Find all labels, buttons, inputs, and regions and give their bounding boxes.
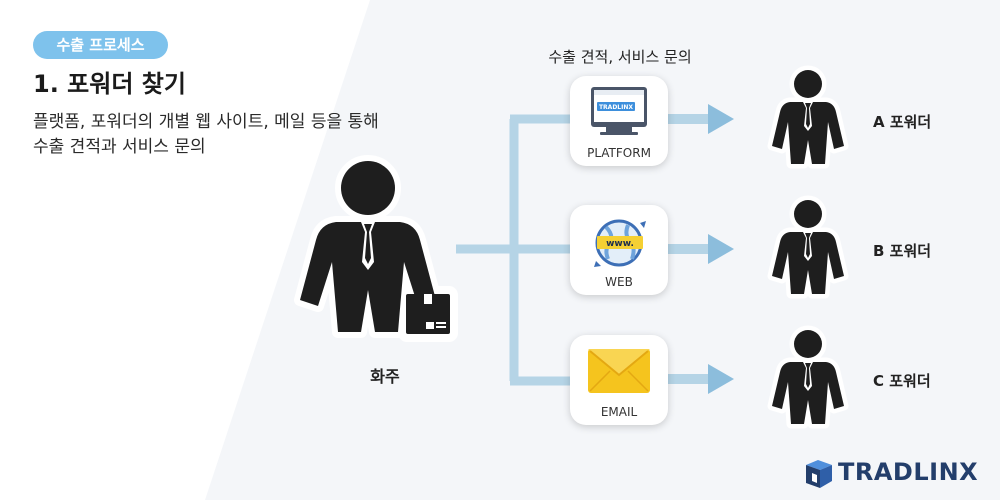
- forwarder-b-person-icon: [767, 195, 849, 299]
- description-line: 플랫폼, 포워더의 개별 웹 사이트, 메일 등을 통해: [33, 112, 379, 132]
- platform-screen-text: TRADLINX: [599, 104, 633, 111]
- shipper-person-with-box-icon: [294, 155, 458, 342]
- channel-email: EMAIL: [570, 335, 668, 425]
- tradlinx-logo-icon: [806, 460, 832, 488]
- platform-monitor-icon: TRADLINX: [591, 87, 647, 135]
- channel-platform: TRADLINX PLATFORM: [570, 76, 668, 166]
- arrow-c: [668, 364, 734, 394]
- envelope-icon: [588, 349, 650, 393]
- forwarder-label: B 포워더: [873, 242, 932, 260]
- forwarder-a-person-icon: [767, 65, 849, 169]
- forwarder-label: C 포워더: [873, 372, 931, 390]
- description: 플랫폼, 포워더의 개별 웹 사이트, 메일 등을 통해 수출 견적과 서비스 …: [33, 110, 453, 160]
- channel-web: www. WEB: [570, 205, 668, 295]
- www-globe-icon: www.: [594, 219, 646, 267]
- description-line: 수출 견적과 서비스 문의: [33, 137, 206, 157]
- arrow-b: [668, 234, 734, 264]
- brand-logo: TRADLINX: [804, 458, 989, 488]
- page-title: 1. 포워더 찾기: [33, 70, 186, 98]
- channel-label: PLATFORM: [587, 146, 651, 160]
- channel-label: WEB: [605, 275, 633, 289]
- process-badge: 수출 프로세스: [33, 31, 168, 59]
- web-screen-text: www.: [606, 239, 634, 249]
- connector-lines: [456, 114, 572, 386]
- forwarder-label: A 포워더: [873, 113, 932, 131]
- channel-label: EMAIL: [600, 405, 638, 419]
- logo-text: TRADLINX: [838, 458, 979, 486]
- arrow-a: [668, 104, 734, 134]
- shipper-label: 화주: [370, 367, 400, 386]
- flow-label: 수출 견적, 서비스 문의: [548, 48, 692, 66]
- forwarder-c-person-icon: [767, 325, 849, 429]
